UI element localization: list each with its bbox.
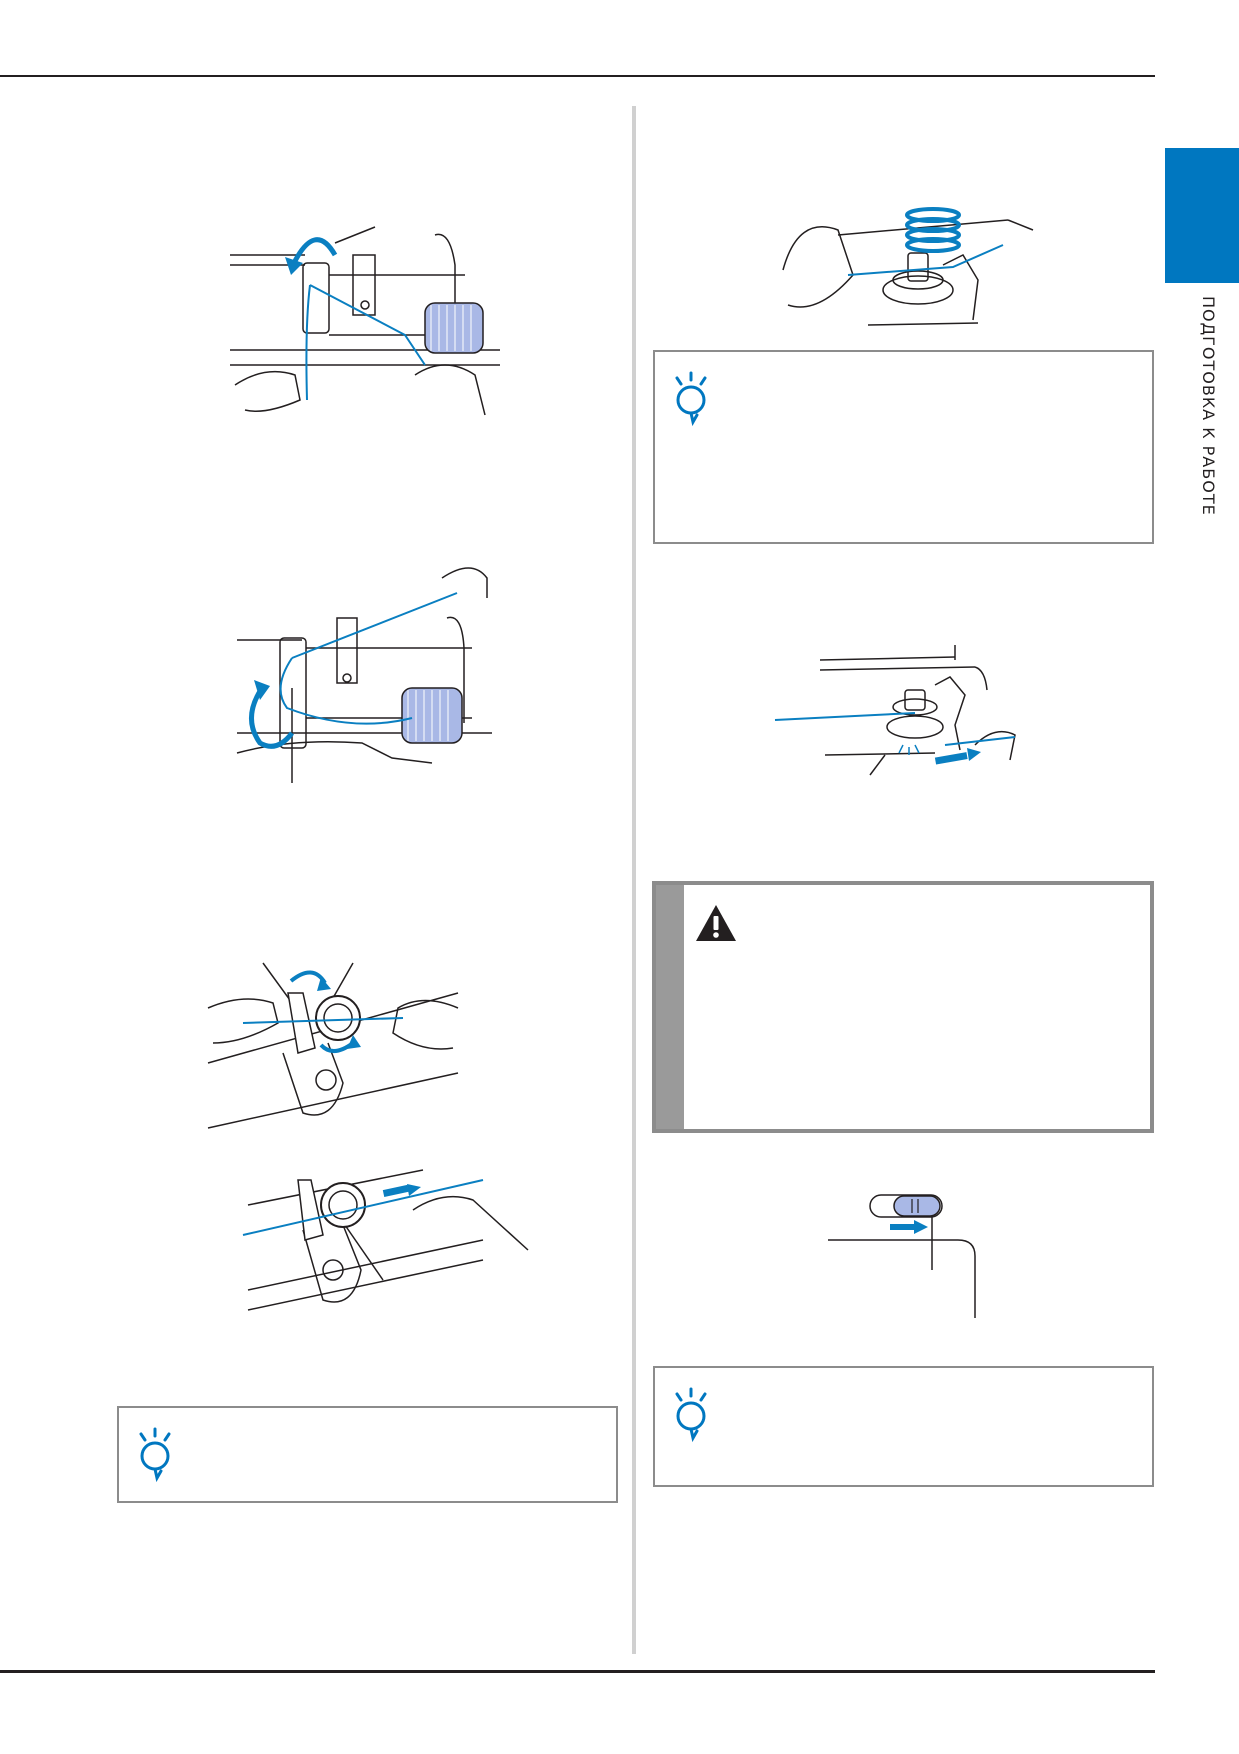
warning-triangle-icon [696, 905, 736, 941]
note-box-right-top [653, 350, 1154, 544]
illustration-bobbin-spiral [782, 207, 1034, 326]
illustration-thread-guide-2 [236, 567, 492, 783]
note-box-left [117, 1406, 618, 1503]
illustration-bobbin-cutter [774, 645, 1016, 776]
note-lightbulb-icon [675, 371, 707, 427]
chapter-tab [1165, 148, 1239, 283]
note-box-right-bottom [653, 1366, 1154, 1487]
top-rule [0, 75, 1155, 77]
warning-box [652, 881, 1154, 1133]
note-lightbulb-icon [675, 1387, 707, 1443]
bottom-rule [0, 1670, 1155, 1673]
column-divider [632, 106, 636, 1654]
illustration-thread-pull [242, 1169, 529, 1311]
chapter-tab-label: ПОДГОТОВКА К РАБОТЕ [1199, 296, 1218, 516]
warning-bar [656, 885, 684, 1129]
illustration-pretension-disk [207, 962, 459, 1129]
note-lightbulb-icon [139, 1427, 171, 1483]
illustration-winder-switch [828, 1194, 976, 1318]
illustration-thread-guide-1 [230, 226, 500, 416]
